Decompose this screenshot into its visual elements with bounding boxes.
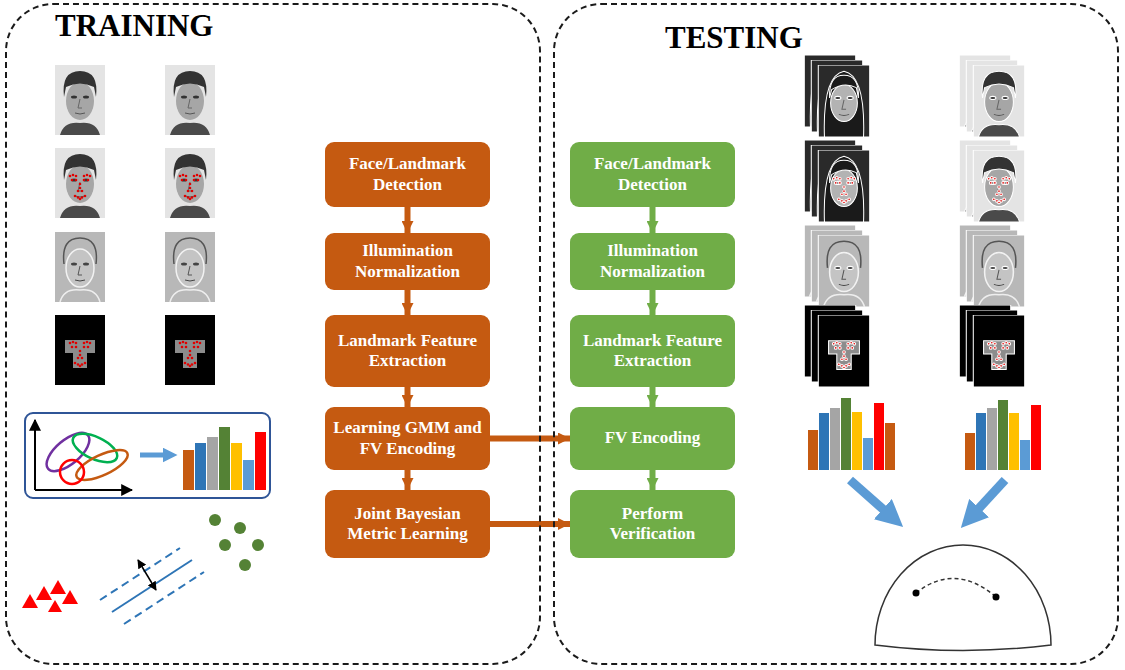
box-label: Landmark Feature Extraction	[333, 331, 482, 372]
flow-arrow	[650, 470, 656, 490]
flow-arrow	[650, 387, 656, 407]
process-box: Illumination Normalization	[570, 233, 735, 290]
flow-arrow	[490, 521, 570, 527]
process-box: Landmark Feature Extraction	[325, 315, 490, 387]
process-box: Face/Landmark Detection	[570, 142, 735, 207]
flow-arrow	[405, 207, 411, 233]
region-title: TRAINING	[55, 9, 213, 43]
process-box: Landmark Feature Extraction	[570, 315, 735, 387]
region-title: TESTING	[665, 21, 803, 55]
process-box: Learning GMM and FV Encoding	[325, 407, 490, 470]
flow-arrow	[490, 436, 570, 442]
box-label: Illumination Normalization	[578, 241, 727, 282]
box-label: Perform Verification	[578, 504, 727, 545]
box-label: Face/Landmark Detection	[578, 154, 727, 195]
box-label: Joint Bayesian Metric Learning	[333, 504, 482, 545]
process-box: Perform Verification	[570, 490, 735, 558]
box-label: Face/Landmark Detection	[333, 154, 482, 195]
box-label: Illumination Normalization	[333, 241, 482, 282]
process-box: Joint Bayesian Metric Learning	[325, 490, 490, 558]
flow-arrow	[650, 207, 656, 233]
flow-arrow	[405, 290, 411, 315]
flow-arrow	[650, 290, 656, 315]
process-box: Illumination Normalization	[325, 233, 490, 290]
process-box: FV Encoding	[570, 407, 735, 470]
box-label: Learning GMM and FV Encoding	[333, 418, 482, 459]
flow-arrow	[405, 387, 411, 407]
stage-region: TRAINING Face/Landmark DetectionIlluminat…	[5, 3, 541, 665]
flow-arrow	[405, 470, 411, 490]
box-label: Landmark Feature Extraction	[578, 331, 727, 372]
box-label: FV Encoding	[605, 428, 701, 448]
process-box: Face/Landmark Detection	[325, 142, 490, 207]
stage-region: TESTING Face/Landmark DetectionIlluminati…	[553, 3, 1119, 665]
